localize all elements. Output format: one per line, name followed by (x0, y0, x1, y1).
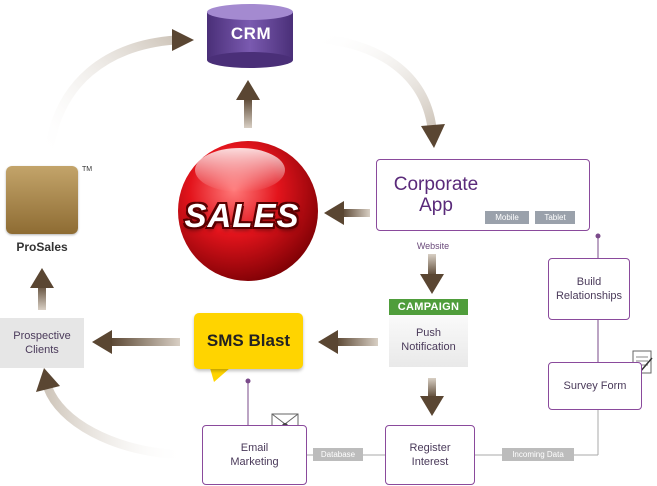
arrow-corp-to-sales-shaft (342, 209, 370, 217)
arrowhead-sales-to-crm (236, 80, 260, 100)
corporate-app-line2: App (419, 195, 453, 216)
arrow-sales-to-crm-shaft (244, 98, 252, 128)
prospective-clients-box: Prospective Clients (0, 318, 84, 368)
email-marketing-box: Email Marketing (202, 425, 307, 485)
mobile-label: Mobile (485, 211, 529, 224)
arrow-website-shaft (428, 254, 436, 276)
arc-email-to-prospective (43, 383, 190, 460)
incoming-data-tag: Incoming Data (502, 448, 574, 461)
arrowhead-to-register (420, 396, 444, 416)
survey-form-label: Survey Form (563, 380, 627, 392)
survey-form-box: Survey Form (548, 362, 642, 410)
crm-cylinder (207, 4, 293, 68)
campaign-tag: CAMPAIGN (389, 299, 468, 315)
push-line1: Push (415, 327, 442, 339)
corporate-app-line1: Corporate (393, 174, 479, 195)
email-line1: Email (240, 442, 269, 454)
arrowhead-to-corporate (421, 124, 445, 148)
register-interest-box: Register Interest (385, 425, 475, 485)
arc-prosales-to-crm (43, 35, 180, 165)
prosales-label: ProSales (16, 240, 68, 254)
arrow-sms-to-prospective-shaft (110, 338, 180, 346)
push-notification-label: Push Notification (389, 326, 468, 354)
sms-tail (210, 368, 230, 382)
register-line2: Interest (411, 456, 449, 468)
corporate-app-title: Corporate App (385, 174, 487, 216)
arrow-campaign-to-register-shaft (428, 378, 436, 398)
arrowhead-to-prosales (30, 268, 54, 288)
arrow-campaign-to-sms-shaft (336, 338, 378, 346)
email-line2: Marketing (230, 456, 279, 468)
website-label: Website (416, 241, 450, 251)
arc-crm-to-corporate (307, 33, 437, 133)
tablet-label: Tablet (535, 211, 575, 224)
build-line2: Relationships (555, 290, 623, 302)
corporate-app-box: Corporate App Mobile Tablet (376, 159, 590, 231)
prosales-logo (6, 166, 78, 234)
prospective-line2: Clients (25, 344, 59, 356)
trademark-mark: TM (82, 166, 93, 173)
arrowhead-corp-to-sales (324, 201, 344, 225)
prospective-line1: Prospective (13, 330, 71, 342)
crm-label: CRM (230, 24, 272, 43)
arrowhead-website (420, 274, 444, 294)
sms-blast-bubble: SMS Blast (194, 313, 303, 369)
register-line1: Register (409, 442, 451, 454)
build-relationships-box: Build Relationships (548, 258, 630, 320)
arrowhead-campaign-to-sms (318, 330, 338, 354)
arrowhead-to-crm (172, 29, 194, 51)
sales-sphere (178, 141, 318, 281)
build-line1: Build (576, 276, 602, 288)
arrow-prospective-to-prosales-shaft (38, 284, 46, 310)
database-tag: Database (313, 448, 363, 461)
sales-label: SALES (184, 197, 300, 234)
arrowhead-to-prospective (36, 368, 60, 392)
arrowhead-sms-to-prospective (92, 330, 112, 354)
campaign-box: CAMPAIGN Push Notification (389, 299, 468, 367)
push-line2: Notification (401, 341, 456, 353)
